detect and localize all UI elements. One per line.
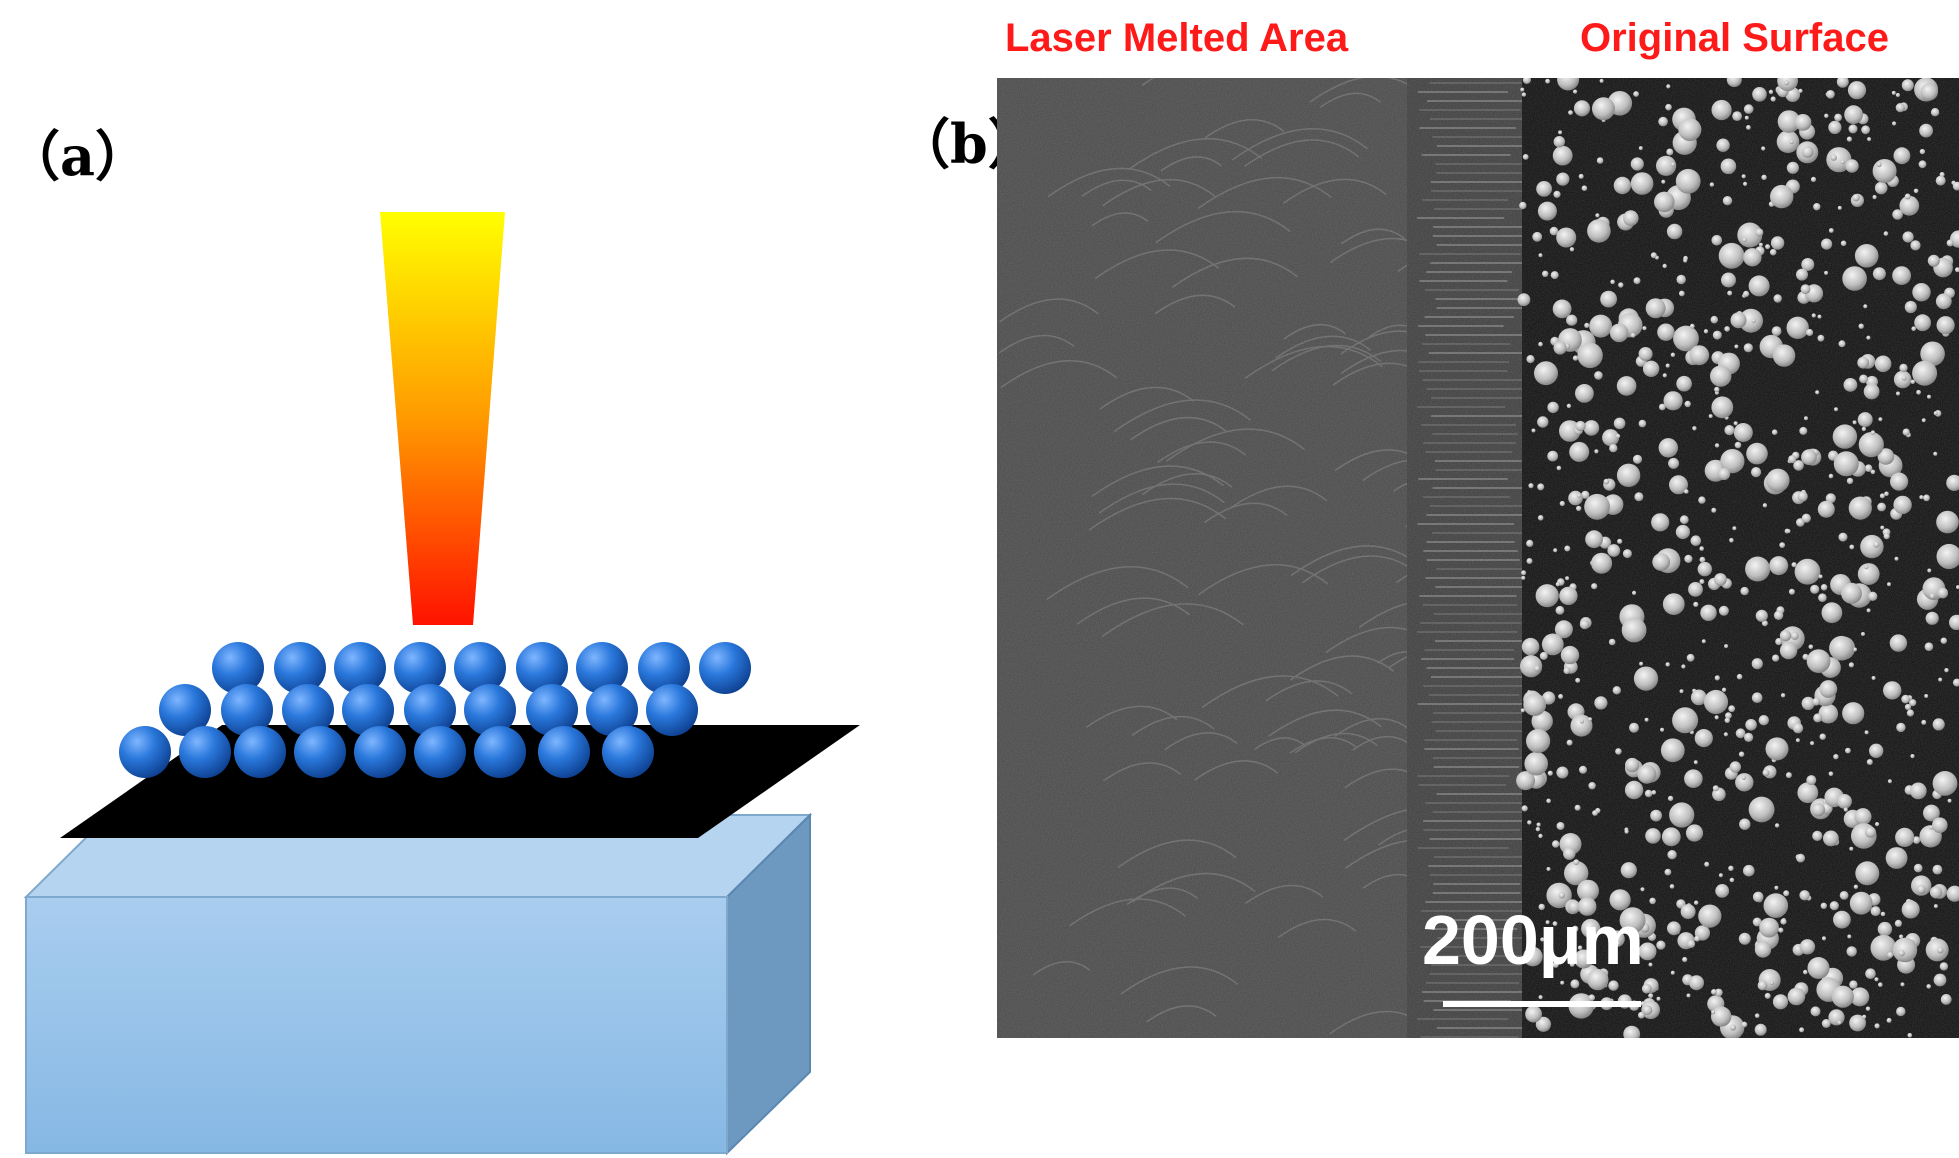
powder-particle-icon [234,726,286,778]
laser-beam-icon [380,212,505,625]
powder-particle-icon [638,642,690,694]
powder-particle-icon [342,684,394,736]
powder-particle-icon [354,726,406,778]
scale-bar-label: 200μm [1422,901,1644,979]
scale-bar [1443,1001,1641,1007]
panel-a-label: （a） [6,124,149,188]
schematic-diagram [23,212,860,1156]
powder-particle-icon [586,684,638,736]
powder-particle-icon [404,684,456,736]
powder-particle-icon [159,684,211,736]
powder-particles [119,642,751,778]
powder-particle-icon [464,684,516,736]
powder-particle-icon [516,642,568,694]
powder-particle-icon [646,684,698,736]
powder-particle-icon [414,726,466,778]
powder-particle-icon [602,726,654,778]
powder-particle-icon [699,642,751,694]
sem-micrograph [997,78,1959,1038]
substrate-block-icon [23,812,813,1156]
powder-particle-icon [221,684,273,736]
powder-particle-icon [334,642,386,694]
powder-particle-icon [282,684,334,736]
powder-particle-icon [212,642,264,694]
powder-particle-icon [394,642,446,694]
powder-particle-icon [576,642,628,694]
powder-particle-icon [119,726,171,778]
powder-particle-icon [179,726,231,778]
powder-particle-icon [526,684,578,736]
powder-particle-icon [274,642,326,694]
powder-particle-icon [454,642,506,694]
powder-particle-icon [538,726,590,778]
laser-melted-area-caption: Laser Melted Area [1005,16,1349,60]
powder-particle-icon [294,726,346,778]
powder-particle-icon [474,726,526,778]
original-surface-caption: Original Surface [1580,16,1889,60]
